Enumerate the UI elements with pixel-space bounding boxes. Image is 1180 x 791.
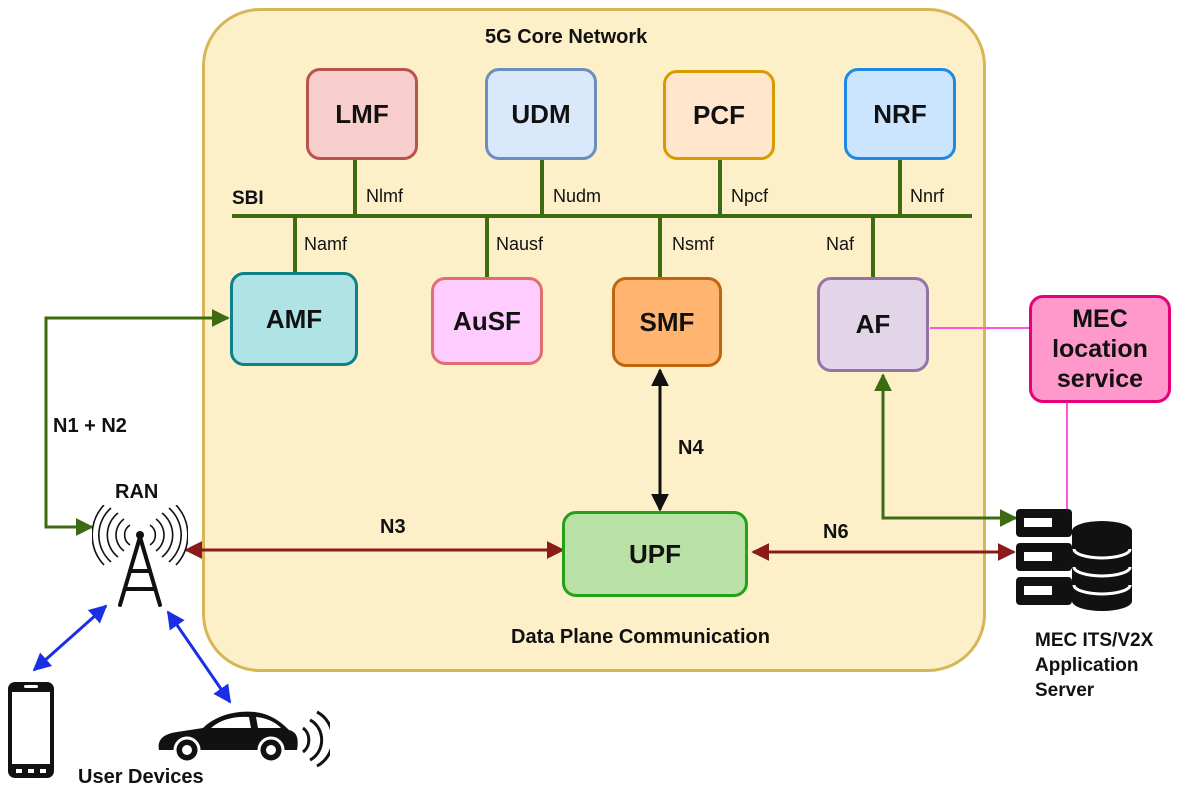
n1n2-link: [44, 309, 230, 536]
ausf-label: AuSF: [453, 305, 521, 336]
af-label: AF: [855, 309, 891, 339]
user-devices-label: User Devices: [78, 766, 204, 788]
smf-box: SMF: [612, 277, 722, 367]
n1n2-label: N1 + N2: [53, 415, 127, 437]
udm-label: UDM: [511, 98, 571, 129]
upf-label: UPF: [629, 538, 681, 569]
smf-label: SMF: [639, 306, 695, 337]
ran-tower-icon: [92, 505, 188, 607]
application-server-icon: [1016, 509, 1132, 611]
ausf-box: AuSF: [431, 277, 543, 365]
amf-box: AMF: [230, 272, 358, 366]
nausf-label: Nausf: [496, 234, 544, 254]
pcf-box: PCF: [663, 70, 775, 160]
nnrf-label: Nnrf: [910, 186, 945, 206]
n4-label: N4: [678, 437, 704, 459]
nudm-label: Nudm: [553, 186, 602, 206]
data-plane-label: Data Plane Communication: [511, 626, 770, 648]
core-title: 5G Core Network: [485, 26, 648, 48]
ran-car-link: [166, 610, 232, 704]
nrf-box: NRF: [844, 68, 956, 160]
application-server-label: MEC ITS/V2X Application Server: [1035, 630, 1154, 701]
pcf-label: PCF: [693, 99, 745, 130]
ran-label: RAN: [115, 481, 159, 503]
ran-phone-link: [32, 604, 108, 672]
udm-box: UDM: [485, 68, 597, 160]
mec-location-service-label: MEC location service: [1052, 305, 1148, 393]
naf-label: Naf: [826, 234, 855, 254]
nsmf-label: Nsmf: [672, 234, 714, 254]
upf-box: UPF: [562, 511, 748, 597]
namf-label: Namf: [304, 234, 348, 254]
lmf-label: LMF: [335, 98, 389, 129]
connected-car-icon: [158, 710, 330, 768]
lmf-box: LMF: [306, 68, 418, 160]
sbi-label: SBI: [232, 188, 264, 209]
af-box: AF: [817, 277, 929, 372]
nlmf-label: Nlmf: [366, 186, 403, 206]
n3-label: N3: [380, 516, 406, 538]
af-server-link: [874, 373, 1018, 527]
mec-location-service-box: MEC location service: [1029, 295, 1171, 403]
amf-label: AMF: [265, 303, 323, 334]
smartphone-icon: [8, 682, 54, 778]
nrf-label: NRF: [873, 98, 927, 129]
n6-label: N6: [823, 521, 849, 543]
npcf-label: Npcf: [731, 186, 769, 206]
